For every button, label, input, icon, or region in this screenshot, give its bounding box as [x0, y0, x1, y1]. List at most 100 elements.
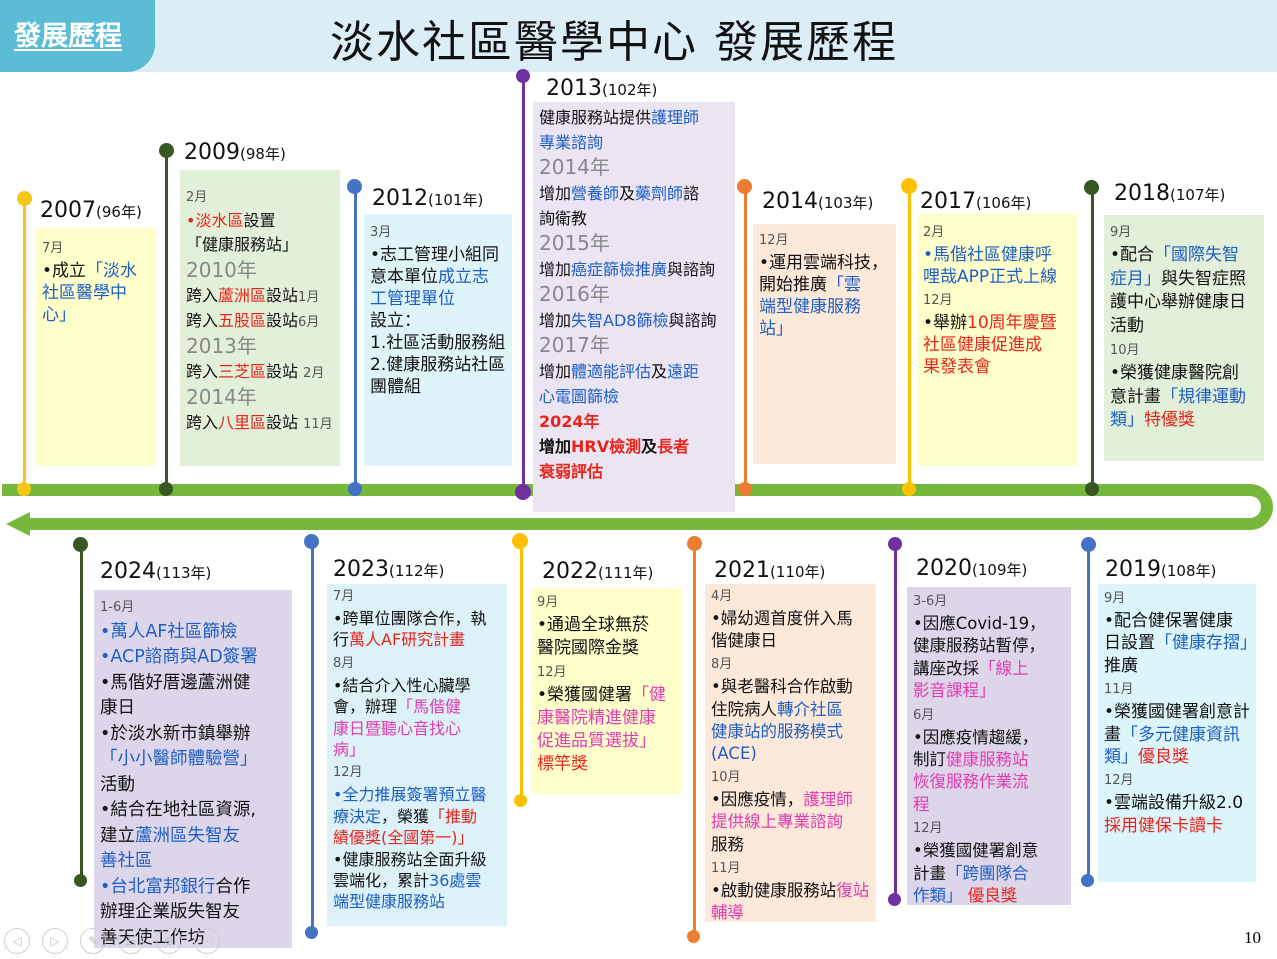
event-text: 採用健保卡讀卡: [1104, 815, 1223, 836]
event-text: 及: [619, 184, 636, 203]
event-text: 護理師: [651, 108, 700, 127]
event-line: 健康服務站提供護理師: [539, 105, 729, 130]
event-line: 2015年: [539, 231, 729, 257]
event-text: •配合健保署健康: [1104, 611, 1234, 631]
node-dot-2023-end: [305, 926, 318, 939]
year-label-2022: 2022(111年): [542, 559, 653, 584]
event-line: 「小小醫師體驗營」: [100, 747, 286, 773]
year-label-2023: 2023(112年): [333, 557, 444, 582]
event-text: 10周年慶暨: [967, 313, 1057, 333]
event-text: 長者: [657, 437, 690, 456]
node-dot-2020-end: [888, 893, 901, 906]
event-line: 制訂健康服務站: [913, 749, 1065, 771]
event-line: 計畫「跨團隊合: [913, 863, 1065, 885]
event-line: 9月: [537, 590, 676, 614]
year-2022: 2022: [542, 559, 598, 584]
event-text: 6月: [913, 707, 935, 723]
event-line: 活動: [1110, 315, 1258, 339]
year-2023: 2023: [333, 557, 389, 582]
event-text: 設立：: [370, 311, 421, 331]
event-text: 12月: [1104, 773, 1134, 789]
stem-2009: [165, 150, 168, 490]
event-text: 2015年: [539, 231, 610, 255]
nav-first-icon[interactable]: ◁: [4, 928, 30, 954]
event-text: 特優獎: [1144, 410, 1195, 430]
section-tag-label: 發展歷程: [14, 21, 122, 52]
year-2014: 2014: [762, 189, 818, 214]
year-label-2018: 2018(107年): [1114, 181, 1225, 206]
event-text: 意本單位: [370, 267, 438, 287]
event-text: 提供線上專業諮詢: [711, 812, 843, 832]
nav-prev-icon[interactable]: ▷: [42, 928, 68, 954]
node-dot-2009-track: [159, 482, 173, 496]
event-box-2012: 3月•志工管理小組同 意本單位成立志 工管理單位 設立： 1.社區活動服務組 2…: [364, 214, 512, 466]
event-text: 及: [641, 437, 658, 456]
event-line: 12月: [759, 228, 890, 252]
node-dot-2021: [687, 536, 702, 551]
timeline-arrow: [2, 484, 1273, 536]
node-dot-2012: [347, 179, 362, 194]
node-dot-2014: [737, 179, 752, 194]
event-text: 跨入: [186, 285, 219, 305]
event-line: 增加營養師及藥劑師諮: [539, 181, 729, 206]
year-label-2017: 2017(106年): [920, 189, 1031, 214]
event-text: 辦理企業版失智友: [100, 902, 240, 922]
event-box-2020: 3-6月•因應Covid-19， 健康服務站暫停， 講座改採「線上 影音課程」6…: [907, 587, 1071, 905]
event-text: 健康服務站提供: [539, 108, 652, 127]
event-text: 營養師: [571, 184, 620, 203]
node-dot-2017: [901, 178, 917, 194]
stem-2012: [354, 186, 357, 490]
event-text: ，榮獲: [381, 806, 430, 826]
event-text: •成立: [42, 261, 87, 281]
event-box-2024: 1-6月•萬人AF社區篩檢•ACP諮商與AD簽署•馬偕好厝邊蘆洲健 康日•於淡水…: [94, 590, 292, 948]
stem-2022: [520, 545, 523, 800]
event-line: 9月: [1104, 586, 1250, 610]
event-line: 辦理企業版失智友: [100, 900, 286, 926]
event-text: 癌症篩檢推廣: [571, 260, 668, 279]
event-text: •台北富邦銀行: [100, 876, 216, 897]
node-dot-2009: [159, 143, 174, 158]
nav-zoom-icon[interactable]: ⊕: [156, 928, 182, 954]
event-line: 跨入八里區設站 11月: [186, 411, 334, 436]
event-line: 病」: [333, 739, 501, 760]
event-line: 哩哉APP正式上線: [923, 266, 1071, 288]
event-text: 跨入: [186, 362, 219, 382]
event-line: 2014年: [186, 385, 334, 411]
event-text: 10月: [711, 770, 741, 786]
event-text: 2月: [923, 225, 945, 240]
nav-pen-icon[interactable]: ✎: [80, 928, 106, 954]
nav-menu-icon[interactable]: ☰: [118, 928, 144, 954]
event-text: •通過全球無菸: [537, 615, 650, 635]
year-label-2012: 2012(101年): [372, 186, 483, 211]
event-line: 類」優良獎: [1104, 746, 1250, 768]
year-label-2024: 2024(113年): [100, 559, 211, 584]
event-line: 行萬人AF研究計畫: [333, 629, 501, 650]
event-line: 社區醫學中: [42, 282, 150, 304]
event-line: 健康站的服務模式: [711, 721, 870, 743]
event-line: 設立：: [370, 310, 506, 332]
nav-more-icon[interactable]: ⋯: [194, 928, 220, 954]
section-tag: 發展歷程: [0, 0, 155, 72]
event-text: 衰弱評估: [539, 462, 604, 481]
event-line: 12月: [537, 660, 676, 684]
event-text: 健康服務站暫停，: [913, 636, 1045, 656]
event-text: 2016年: [539, 282, 610, 306]
event-text: 12月: [913, 821, 943, 837]
event-text: 蘆洲區: [218, 285, 267, 305]
event-text: 程: [913, 794, 930, 814]
event-text: 三芝區: [218, 362, 267, 382]
event-line: 「健康服務站」: [186, 233, 334, 257]
event-text: 服務: [711, 834, 744, 854]
event-text: 「多元健康資訊: [1121, 724, 1240, 745]
event-text: 醫院國際金獎: [537, 638, 639, 658]
node-dot-2019: [1081, 537, 1096, 552]
event-line: 6月: [913, 703, 1065, 727]
event-text: 「國際失智: [1154, 245, 1240, 265]
event-text: 輔導: [711, 903, 744, 922]
event-line: •榮獲國健署創意: [913, 840, 1065, 862]
event-line: 善社區: [100, 849, 286, 875]
event-text: 及: [651, 362, 668, 381]
event-line: •配合健保署健康: [1104, 610, 1250, 632]
event-text: 詢衛教: [539, 209, 588, 228]
